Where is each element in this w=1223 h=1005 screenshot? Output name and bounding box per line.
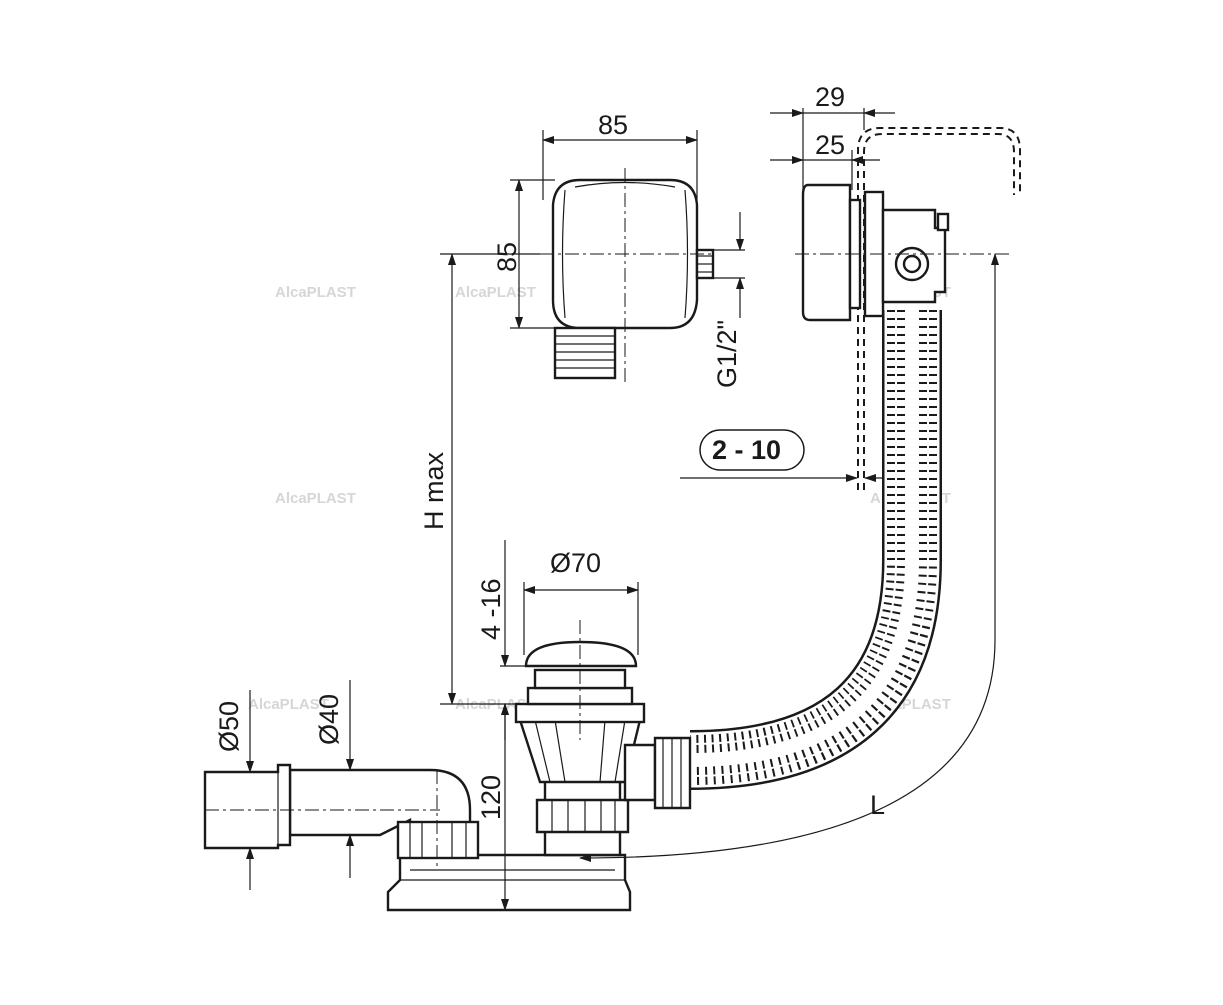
dim-length: L <box>870 790 885 820</box>
dimension-h-max: H max <box>419 253 540 705</box>
dim-plug-diameter: Ø70 <box>550 548 601 578</box>
watermark-text: AlcaPLAST <box>275 284 356 301</box>
overflow-head <box>540 168 715 385</box>
dimension-overflow-width: 85 <box>542 110 698 200</box>
watermark-text: AlcaPLAST <box>248 696 329 713</box>
watermark-text: AlcaPLAST <box>275 490 356 507</box>
dimension-outlet-40: Ø40 <box>314 680 354 878</box>
dim-trap-height: 120 <box>476 775 506 820</box>
dim-wall-25: 25 <box>815 130 845 160</box>
dimension-wall-range: 2 - 10 <box>680 429 900 482</box>
dimension-thread: G1/2" <box>712 212 745 388</box>
dimension-trap-height: 120 <box>476 703 509 911</box>
dim-h-max: H max <box>419 451 449 530</box>
dim-outlet-50: Ø50 <box>214 701 244 752</box>
dim-overflow-height: 85 <box>492 242 522 272</box>
dim-outlet-40: Ø40 <box>314 694 344 745</box>
dimension-length: L <box>579 253 999 862</box>
dimension-wall: 29 25 <box>770 82 895 190</box>
outlet-pipe <box>203 763 480 870</box>
waste-trap <box>386 620 692 912</box>
dim-thread: G1/2" <box>712 320 742 388</box>
dimension-plug-diameter: Ø70 <box>523 548 639 655</box>
dim-overflow-width: 85 <box>598 110 628 140</box>
dim-wall-29: 29 <box>815 82 845 112</box>
dim-wall-range: 2 - 10 <box>712 435 781 465</box>
dim-plug-height: 4 -16 <box>476 578 506 640</box>
dimension-outlet-50: Ø50 <box>214 690 254 890</box>
dimension-plug-height: 4 -16 <box>476 540 530 740</box>
watermark-text: AlcaPLAST <box>455 284 536 301</box>
